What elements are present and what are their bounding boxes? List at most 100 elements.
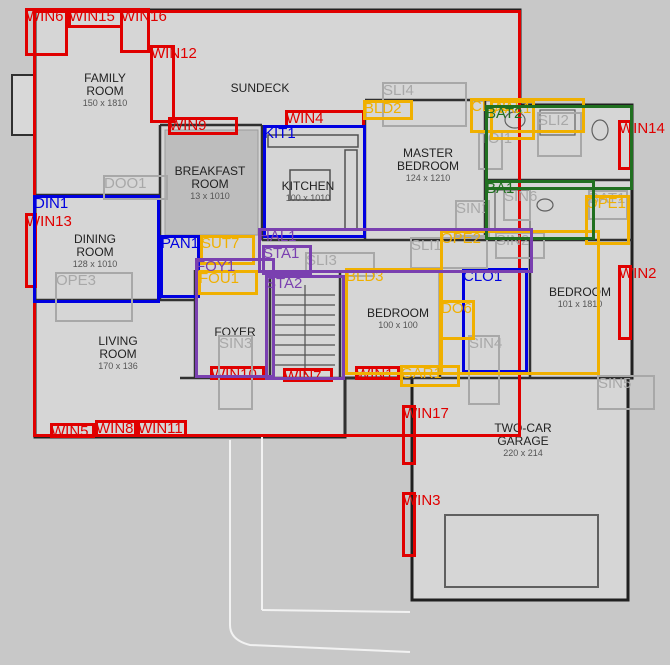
- annotation-label: WIN2: [619, 265, 657, 282]
- room-bedroom-right: BEDROOM 101 x 1810: [540, 285, 620, 310]
- annotation-box-wal1: [490, 100, 535, 140]
- annotation-box-do6: [440, 300, 475, 340]
- annotation-label: DO6: [441, 300, 472, 317]
- annotation-box-sli4: [382, 82, 467, 127]
- annotation-label: DOO1: [104, 175, 147, 192]
- annotation-label: OPE3: [56, 272, 97, 289]
- room-kitchen: KITCHEN 100 x 1010: [268, 179, 348, 204]
- driveway-curve: [229, 440, 411, 653]
- room-name: FAMILY ROOM: [84, 71, 126, 98]
- annotation-label: SLI3: [306, 252, 337, 269]
- annotation-box-clo1: [462, 268, 528, 373]
- annotation-label: WIN17: [403, 405, 449, 422]
- garage-door: [444, 514, 599, 588]
- annotation-box-sli2: [537, 112, 582, 157]
- annotation-box-sta2: [265, 275, 345, 380]
- annotation-label: BA1: [486, 180, 515, 197]
- room-dining: DINING ROOM 128 x 1010: [55, 232, 135, 270]
- annotation-label: BAT2: [486, 105, 523, 122]
- room-breakfast: BREAKFAST ROOM 13 x 1010: [160, 165, 260, 202]
- annotation-box-hal1: [258, 228, 533, 273]
- annotation-label: SIN3: [219, 335, 253, 352]
- annotation-label: WIN9: [169, 117, 207, 134]
- room-garage: TWO-CAR GARAGE 220 x 214: [478, 421, 568, 459]
- room-family: FAMILY ROOM 150 x 1810: [60, 71, 150, 109]
- annotation-label: SIN4: [469, 335, 503, 352]
- annotation-label: OPE1: [586, 195, 627, 212]
- annotation-box-ope1: [585, 195, 630, 245]
- annotation-label: SLI1: [411, 237, 442, 254]
- annotation-box-sin1: [455, 200, 490, 237]
- annotation-label: WIN6: [26, 8, 64, 25]
- annotation-box-sut7: [200, 235, 255, 265]
- annotation-box-sli1: [410, 237, 488, 269]
- room-name: TWO-CAR GARAGE: [494, 421, 552, 448]
- room-master: MASTER BEDROOM 124 x 1210: [378, 146, 478, 184]
- annotation-label: SLI2: [538, 112, 569, 129]
- annotation-box-din1: [33, 195, 160, 303]
- room-name: BEDROOM: [366, 306, 429, 320]
- annotation-label: STA1: [263, 245, 300, 262]
- annotation-box-win2: [618, 265, 632, 340]
- fireplace: [11, 74, 35, 136]
- annotation-box-win17: [402, 405, 416, 465]
- room-name: MASTER BEDROOM: [396, 146, 459, 173]
- room-living: LIVING ROOM 170 x 136: [78, 335, 158, 372]
- annotation-box-foy1: [195, 258, 275, 378]
- annotation-label: WIN11: [138, 420, 183, 437]
- annotation-label: SIN2: [496, 232, 530, 249]
- annotation-label: FOY1: [196, 258, 236, 275]
- annotation-box-clo2: [470, 98, 585, 133]
- annotation-box-bat2: [485, 105, 633, 190]
- room-bedroom-middle: BEDROOM 100 x 100: [358, 306, 438, 331]
- annotation-box-win16: [120, 8, 150, 53]
- room-dimension: 220 x 214: [503, 448, 543, 458]
- annotation-box-win15: [68, 8, 123, 28]
- annotation-label: BAT1: [589, 190, 626, 207]
- annotation-label: WIN12: [151, 45, 197, 62]
- annotation-label: STA2: [266, 275, 303, 292]
- annotation-box-win11: [137, 420, 187, 437]
- annotation-label: HAL1: [259, 228, 297, 245]
- room-dimension: 150 x 1810: [82, 98, 128, 108]
- annotation-label: GAR1: [401, 365, 442, 382]
- room-sundeck: SUNDECK: [210, 82, 310, 95]
- annotation-box-ope3: [55, 272, 133, 322]
- annotation-label: SUT7: [201, 235, 240, 252]
- room-name: DINING ROOM: [74, 232, 116, 259]
- annotation-label: SLI4: [383, 82, 414, 99]
- annotation-box-win8: [95, 420, 137, 437]
- walkway-line: [261, 609, 411, 613]
- annotation-label: PAN1: [161, 235, 200, 252]
- annotation-label: WIN15: [69, 8, 115, 25]
- room-dimension: 13 x 1010: [190, 191, 230, 201]
- annotation-box-sin5: [597, 375, 655, 410]
- room-dimension: 100 x 100: [378, 320, 418, 330]
- annotation-box-doo1: [103, 175, 168, 200]
- room-name: KITCHEN: [281, 179, 335, 193]
- annotation-label: SIN5: [598, 375, 632, 392]
- annotation-box-sin4: [468, 335, 500, 405]
- annotation-label: WAL1: [491, 100, 532, 117]
- annotation-label: FOU1: [199, 270, 240, 287]
- annotation-label: SIN1: [456, 200, 490, 217]
- annotation-box-fou1: [198, 270, 258, 295]
- room-name: BEDROOM: [548, 285, 611, 299]
- annotation-box-ba1: [485, 180, 595, 240]
- room-dimension: 128 x 1010: [72, 259, 118, 269]
- room-dimension: 170 x 136: [98, 361, 138, 371]
- annotation-label: KIT1: [264, 125, 296, 142]
- annotation-box-win7: [283, 368, 333, 382]
- annotation-box-kit1: [263, 125, 366, 238]
- annotation-box-bld2: [363, 100, 413, 120]
- annotation-box-sin3: [218, 335, 253, 410]
- annotation-label: WIN3: [403, 492, 441, 509]
- stairs: [275, 285, 335, 375]
- annotation-box-win3: [402, 492, 416, 557]
- annotation-label: WIN10: [211, 366, 257, 383]
- annotation-label: WIN7: [284, 368, 322, 385]
- annotation-box-win10: [210, 366, 265, 380]
- annotation-label: WIN16: [121, 8, 167, 25]
- annotation-label: BLD2: [364, 100, 402, 117]
